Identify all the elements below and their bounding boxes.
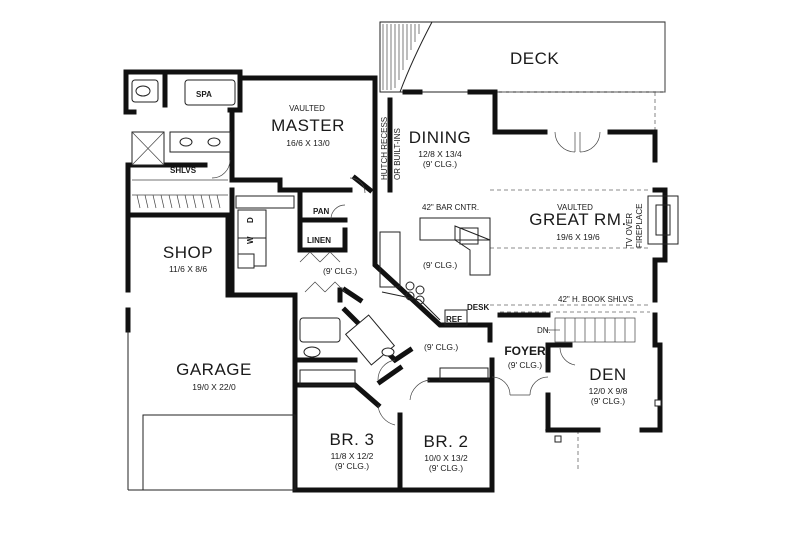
foyer-name: FOYER [504, 344, 546, 358]
hutch-line2: OR BUILT-INS [393, 128, 402, 180]
den-name: DEN [589, 365, 626, 384]
dining-dims: 12/8 X 13/4 [418, 149, 462, 159]
details [127, 79, 679, 491]
br3-dims: 11/8 X 12/2 [331, 451, 374, 461]
kitchen-ceiling: (9' CLG.) [423, 260, 457, 270]
linen-label: LINEN [307, 236, 331, 245]
stair-dn-label: DN. [537, 326, 551, 335]
foyer-ceiling: (9' CLG.) [508, 360, 542, 370]
dryer-label: D [246, 217, 255, 223]
great-prefix: VAULTED [557, 203, 593, 212]
bookshelf-label: 42" H. BOOK SHLVS [558, 295, 633, 304]
walls [123, 69, 668, 493]
great-name: GREAT RM. [529, 210, 626, 229]
master-dims: 16/6 X 13/0 [286, 138, 330, 148]
great-dims: 19/6 X 19/6 [556, 232, 600, 242]
ref-label: REF [446, 315, 462, 324]
hutch-line1: HUTCH RECESS [380, 117, 389, 180]
tv-line2: FIREPLACE [635, 204, 644, 248]
br2-name: BR. 2 [423, 432, 468, 451]
garage-dims: 19/0 X 22/0 [192, 382, 236, 392]
br3-name: BR. 3 [329, 430, 374, 449]
shop-name: SHOP [163, 243, 213, 262]
den-ceiling: (9' CLG.) [591, 396, 625, 406]
br3-ceiling: (9' CLG.) [335, 461, 369, 471]
desk-label: DESK [467, 303, 489, 312]
master-prefix: VAULTED [289, 104, 325, 113]
deck-label: DECK [510, 49, 559, 68]
dashed-lines [490, 91, 665, 470]
tv-line1: TV OVER [625, 213, 634, 248]
hall-ceiling: (9' CLG.) [424, 342, 458, 352]
spa-label: SPA [196, 90, 212, 99]
laundry-ceiling: (9' CLG.) [323, 266, 357, 276]
shlvs-label: SHLVS [170, 166, 197, 175]
dining-name: DINING [409, 128, 472, 147]
br2-ceiling: (9' CLG.) [429, 463, 463, 473]
deck-area: DECK [379, 21, 666, 93]
den-dims: 12/0 X 9/8 [589, 386, 628, 396]
washer-label: W [246, 236, 255, 244]
br2-dims: 10/0 X 13/2 [424, 453, 468, 463]
master-name: MASTER [271, 116, 345, 135]
garage-name: GARAGE [176, 360, 252, 379]
shop-dims: 11/6 X 8/6 [169, 264, 207, 274]
pan-label: PAN [313, 207, 330, 216]
room-labels: SPA SHLVS VAULTED MASTER 16/6 X 13/0 HUT… [163, 90, 644, 473]
bar-label: 42" BAR CNTR. [422, 203, 479, 212]
dining-ceiling: (9' CLG.) [423, 159, 457, 169]
